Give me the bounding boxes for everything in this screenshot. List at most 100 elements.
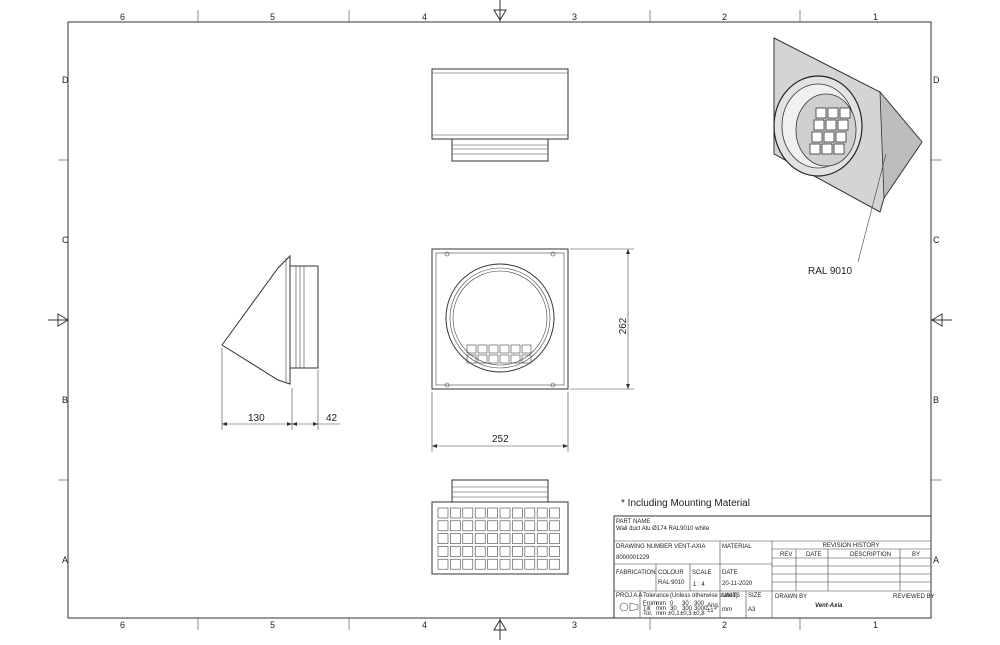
zone-label: C [62,235,69,245]
grille-slot [462,558,474,570]
scale-value: 1 : 4 [693,582,705,588]
grille-slot [536,520,548,532]
grille-slot [499,546,511,557]
svg-text:From: From [643,601,657,607]
grille-slot [499,354,510,364]
grille-slot [549,507,560,519]
zone-ticks [58,10,942,630]
colour-callout: RAL 9010 [808,266,853,277]
grille-slot [833,143,845,155]
size-label: SIZE [748,593,761,599]
grille-slot [474,558,486,570]
grille-slot [488,354,499,364]
zone-label: 2 [722,620,727,630]
grille-slot [512,533,523,544]
grille-slot [835,131,847,143]
svg-text:300: 300 [694,601,705,607]
zone-label: 4 [422,12,427,22]
grille-slot [474,520,486,532]
grille-slot [811,131,823,143]
grille-slot [437,558,449,570]
zone-labels-right: D C B A [933,75,940,565]
grille-slot [549,546,560,557]
zone-label: D [933,75,940,85]
zone-label: 1 [873,12,878,22]
grille-slot [536,533,548,544]
grille-slot [499,507,511,519]
grille-slot [487,507,498,519]
grille-slot [499,520,511,532]
grille-slot [474,546,486,557]
part-name: Wall duct Alu Ø174 RAL9010 white [616,526,710,532]
grille-slot [524,546,536,557]
zone-label: B [933,395,939,405]
fabrication-label: FABRICATION [616,570,656,576]
colour-label: COLOUR [658,570,684,576]
zone-label: C [933,235,940,245]
zone-label: B [62,395,68,405]
grille-slot [499,344,510,354]
zone-label: D [62,75,69,85]
grille-slot [521,354,532,364]
grille-slot [536,558,548,570]
centering-marks [48,0,952,640]
zone-labels-top: 6 5 4 3 2 1 [120,12,878,22]
svg-text:30: 30 [682,601,689,607]
svg-text:Ang.: Ang. [707,603,720,609]
title-block: PART NAME Wall duct Alu Ø174 RAL9010 whi… [613,515,935,619]
grille-slot [466,354,477,364]
grille-slot [437,520,449,532]
grille-slot [823,131,835,143]
svg-text:0: 0 [670,601,674,607]
colour-value: RAL 9010 [658,580,685,586]
grille-slot [477,354,488,364]
grille-slot [837,119,849,131]
grille-slot [825,119,837,131]
side-view [221,254,319,385]
brand-logo: Vent-Axia [815,603,843,609]
part-name-label: PART NAME [616,519,650,525]
size-value: A3 [748,607,756,613]
rev-col-rev: REV [780,552,792,558]
grille-slot [499,558,511,570]
grille-slot [813,119,825,131]
svg-text:300: 300 [682,606,693,612]
grille-slot [450,533,461,544]
dimension-lines [221,248,634,452]
projection-label: PROJ A A [616,593,642,599]
grille-slot [450,546,461,557]
rev-col-by: BY [912,552,920,558]
projection-symbol-icon [619,602,629,612]
zone-label: 3 [572,620,577,630]
note-mounting-material: * Including Mounting Material [621,498,750,509]
grille-slot [450,520,461,532]
revision-history-label: REVISION HISTORY [823,543,880,549]
grille-slot [462,507,474,519]
grille-slot [487,533,498,544]
zone-label: 2 [722,12,727,22]
svg-text:mm: mm [656,601,666,607]
grille-slot [827,107,839,119]
grille-slot [477,344,488,354]
reviewed-by-label: REVIEWED BY [893,594,935,600]
zone-label: A [62,555,68,565]
drawn-by-label: DRAWN BY [775,594,807,600]
svg-text:±0,8: ±0,8 [693,611,705,617]
zone-labels-left: D C B A [62,75,69,565]
grille-slot [474,533,486,544]
rev-col-date: DATE [806,552,822,558]
zone-label: 6 [120,620,125,630]
material-label: MATERIAL [722,544,752,550]
bottom-view [431,479,569,575]
svg-text:±1°: ±1° [707,608,717,614]
grille-slot [549,520,560,532]
tolerance-note: (Unless otherwise stated) [670,593,738,599]
svg-text:±0,3: ±0,3 [680,611,692,617]
grille-slot [524,558,536,570]
grille-slot [512,507,523,519]
svg-text:Till: Till [643,606,650,612]
units-label: UNITS [722,593,740,599]
grille-slot [549,558,560,570]
isometric-view [773,37,923,263]
tolerance-label: Tolerance [643,593,670,599]
